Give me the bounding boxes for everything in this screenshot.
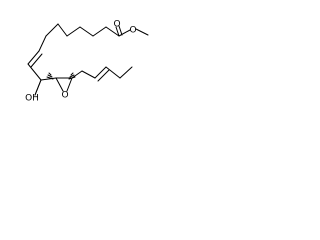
alkene-bond <box>27 50 40 65</box>
chain-bond-top-2 <box>92 26 107 37</box>
epoxide-bond-left <box>40 77 57 81</box>
carbonyl-bond-double <box>118 25 123 36</box>
ester-bond-right <box>135 28 149 36</box>
chain-bond-left-1 <box>27 63 42 81</box>
chain-bond-top-3 <box>79 26 94 37</box>
epoxide-side-chain-2 <box>81 70 96 79</box>
side-alkene-bond <box>94 66 107 79</box>
alkene-bond-double <box>30 53 43 68</box>
hashed-stereo-bond-right <box>68 72 76 80</box>
ester-oxygen: O <box>129 26 136 36</box>
chain-bond-top-6 <box>45 23 59 37</box>
epoxide-side-chain-1 <box>71 70 83 79</box>
chain-bond-top-4 <box>66 26 81 37</box>
epoxide-bond-o-left <box>55 77 64 92</box>
epoxide-bond-o-right <box>66 77 73 92</box>
hashed-stereo-bond-left <box>46 72 54 80</box>
side-alkene-bond-double <box>97 69 110 82</box>
chain-bond-top-5 <box>57 23 68 37</box>
chemical-structure: O O OH O <box>25 20 149 104</box>
side-chain-bond-2 <box>119 66 133 79</box>
carbonyl-bond <box>115 26 120 37</box>
epoxide-oxygen: O <box>61 91 68 101</box>
ester-bond-left <box>118 29 131 37</box>
hydroxyl-label: OH <box>25 94 39 104</box>
carbonyl-oxygen: O <box>113 20 120 30</box>
side-chain-bond-1 <box>105 66 121 79</box>
molecule-diagram: O O OH O <box>0 0 155 115</box>
hydroxyl-bond <box>34 79 42 96</box>
chain-bond-top-7 <box>38 35 47 52</box>
chain-bond-top-1 <box>105 26 120 37</box>
